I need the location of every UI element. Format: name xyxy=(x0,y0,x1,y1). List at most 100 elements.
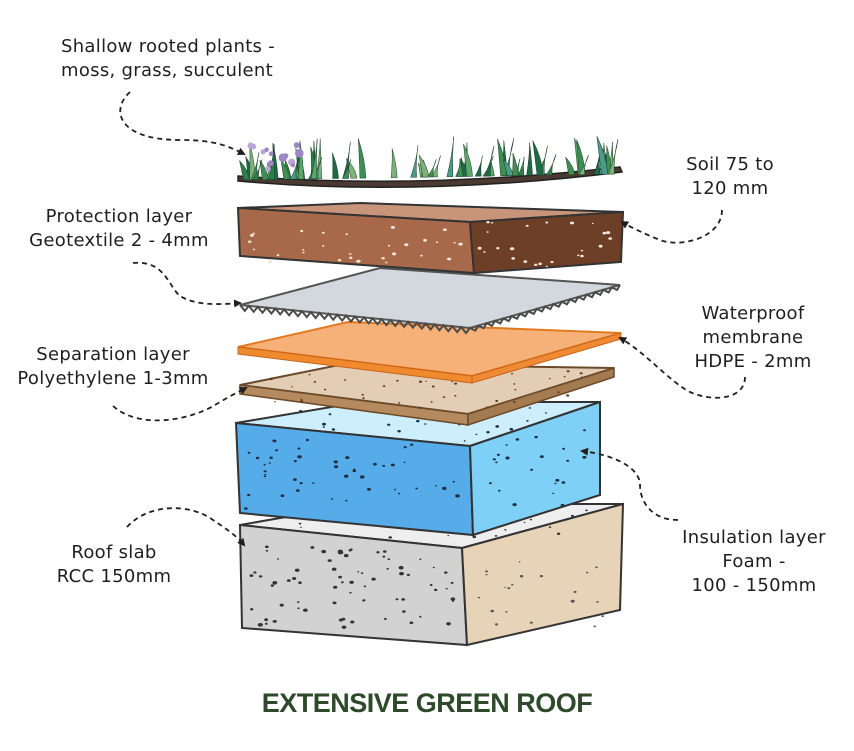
texture-speckle xyxy=(299,482,303,485)
plant-leaf xyxy=(474,155,483,177)
plant-leaf xyxy=(345,157,358,179)
texture-speckle xyxy=(554,482,557,485)
texture-speckle xyxy=(523,260,528,263)
texture-speckle xyxy=(513,383,516,385)
texture-speckle xyxy=(324,388,327,391)
texture-speckle xyxy=(382,385,386,388)
texture-speckle xyxy=(276,254,280,257)
plants-label: Shallow rooted plants - moss, grass, suc… xyxy=(61,36,276,81)
texture-speckle xyxy=(390,226,395,229)
texture-speckle xyxy=(505,611,508,613)
plant-leaf xyxy=(357,138,367,179)
texture-speckle xyxy=(313,381,317,383)
texture-speckle xyxy=(515,438,520,441)
texture-speckle xyxy=(382,555,386,558)
texture-speckle xyxy=(518,561,521,563)
texture-speckle xyxy=(350,620,355,624)
texture-speckle xyxy=(529,621,533,624)
plant-leaf xyxy=(545,154,557,176)
texture-speckle xyxy=(444,571,448,574)
separation-label: Separation layer Polyethylene 1-3mm xyxy=(17,344,209,389)
texture-speckle xyxy=(450,597,456,601)
separation-leader-arrow xyxy=(112,387,248,422)
texture-speckle xyxy=(485,406,488,408)
texture-speckle xyxy=(608,237,613,240)
insulation-layer xyxy=(234,400,601,537)
texture-speckle xyxy=(247,451,251,454)
texture-speckle xyxy=(463,440,466,442)
texture-speckle xyxy=(548,378,551,380)
plant-leaf xyxy=(239,159,250,181)
texture-speckle xyxy=(579,372,583,375)
texture-speckle xyxy=(344,379,347,381)
texture-speckle xyxy=(387,558,391,561)
texture-speckle xyxy=(367,488,371,491)
texture-speckle xyxy=(504,529,507,531)
texture-speckle xyxy=(253,571,257,574)
texture-speckle xyxy=(498,435,501,438)
texture-speckle xyxy=(596,601,599,603)
texture-speckle xyxy=(300,400,304,403)
plant-leaf xyxy=(484,145,495,177)
texture-speckle xyxy=(331,567,337,571)
diagram-title: EXTENSIVE GREEN ROOF xyxy=(261,688,593,718)
texture-speckle xyxy=(530,468,534,471)
texture-speckle xyxy=(294,568,300,572)
texture-speckle xyxy=(570,514,574,517)
protection-label: Protection layer Geotextile 2 - 4mm xyxy=(29,206,209,251)
texture-speckle xyxy=(292,577,297,580)
geotextile-sheet xyxy=(239,266,621,330)
texture-speckle xyxy=(338,618,344,622)
texture-speckle xyxy=(357,571,360,573)
texture-speckle xyxy=(264,618,268,622)
texture-speckle xyxy=(305,438,309,442)
texture-speckle xyxy=(321,231,325,234)
membrane-leader-arrow xyxy=(618,337,746,399)
texture-speckle xyxy=(406,573,410,577)
texture-speckle xyxy=(268,462,271,464)
texture-speckle xyxy=(451,600,455,602)
texture-speckle xyxy=(606,231,611,235)
texture-speckle xyxy=(566,370,570,373)
texture-speckle xyxy=(418,406,422,409)
texture-speckle xyxy=(410,443,414,446)
insulation-side xyxy=(468,400,601,537)
texture-speckle xyxy=(538,262,542,266)
texture-speckle xyxy=(495,399,499,402)
texture-speckle xyxy=(248,240,252,243)
texture-speckle xyxy=(509,427,514,431)
texture-speckle xyxy=(394,488,396,491)
texture-speckle xyxy=(510,373,514,375)
texture-speckle xyxy=(404,243,409,247)
texture-speckle xyxy=(298,581,302,584)
insulation-label: Insulation layer Foam - 100 - 150mm xyxy=(682,527,826,596)
texture-speckle xyxy=(345,233,349,236)
plant-leaf xyxy=(252,159,263,181)
plant-leaf xyxy=(463,143,473,177)
texture-speckle xyxy=(344,474,349,478)
texture-speckle xyxy=(512,503,517,507)
texture-speckle xyxy=(511,583,514,586)
texture-speckle xyxy=(509,247,515,251)
texture-speckle xyxy=(424,423,427,425)
moss-flower xyxy=(267,160,274,167)
texture-speckle xyxy=(398,565,404,570)
texture-speckle xyxy=(555,478,560,482)
protection-geotextile-layer xyxy=(239,266,621,335)
texture-speckle xyxy=(399,572,404,576)
texture-speckle xyxy=(402,610,406,613)
texture-speckle xyxy=(257,623,263,627)
texture-speckle xyxy=(544,412,548,414)
texture-speckle xyxy=(485,574,488,576)
texture-speckle xyxy=(455,494,460,498)
texture-speckle xyxy=(526,420,529,422)
protection-leader-arrow xyxy=(132,262,242,308)
texture-speckle xyxy=(322,426,325,428)
texture-speckle xyxy=(490,221,494,224)
texture-speckle xyxy=(341,581,344,584)
texture-speckle xyxy=(486,231,489,233)
moss-flower xyxy=(265,166,271,172)
texture-speckle xyxy=(280,494,285,498)
plants-layer xyxy=(237,136,624,188)
